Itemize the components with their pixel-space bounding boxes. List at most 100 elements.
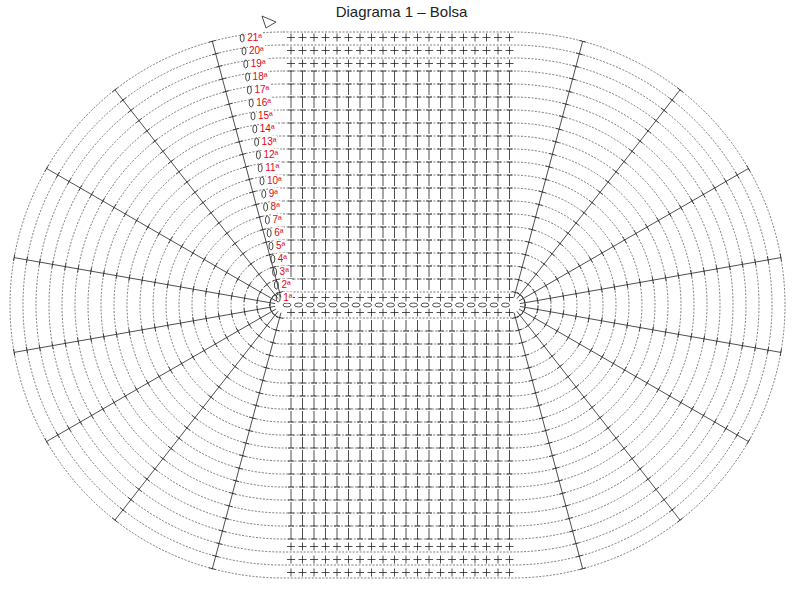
stitch-symbol <box>426 188 432 199</box>
stitch-symbol <box>438 450 444 461</box>
stitch-symbol <box>438 489 444 500</box>
stitch-symbol <box>380 463 386 474</box>
stitch-symbol <box>323 110 329 121</box>
stitch-symbol <box>357 97 363 108</box>
stitch-symbol <box>300 253 306 264</box>
stitch-symbol <box>426 398 432 409</box>
stitch-symbol <box>380 359 386 370</box>
chain-stitch <box>306 303 314 307</box>
stitch-symbol <box>334 136 340 147</box>
stitch-symbol <box>300 489 306 500</box>
stitch-symbol <box>495 515 501 526</box>
stitch-symbol <box>449 411 455 422</box>
stitch-symbol <box>311 476 317 487</box>
stitch-symbol <box>472 398 478 409</box>
stitch-symbol <box>288 188 294 199</box>
stitch-symbol <box>299 569 307 577</box>
stitch-symbol <box>449 123 455 134</box>
stitch-symbol <box>495 162 501 173</box>
stitch-symbol <box>288 450 294 461</box>
stitch-symbol <box>437 34 445 42</box>
stitch-symbol <box>334 528 340 539</box>
stitch-symbol <box>346 385 352 396</box>
stitch-symbol <box>346 502 352 513</box>
stitch-symbol <box>357 346 363 357</box>
stitch-symbol <box>346 253 352 264</box>
stitch-symbol <box>414 543 422 551</box>
stitch-symbol <box>323 437 329 448</box>
stitch-symbol <box>300 279 306 290</box>
stitch-symbol <box>426 437 432 448</box>
stitch-symbol <box>461 123 467 134</box>
stitch-symbol <box>507 359 513 370</box>
stitch-symbol <box>334 188 340 199</box>
chain-stitch <box>490 303 498 307</box>
row-number: 14ª <box>259 123 276 134</box>
stitch-symbol <box>345 569 353 577</box>
stitch-symbol <box>461 71 467 82</box>
stitch-symbol <box>287 556 295 564</box>
stitch-symbol <box>461 266 467 277</box>
stitch-symbol <box>449 253 455 264</box>
stitch-symbol <box>494 543 502 551</box>
stitch-symbol <box>461 424 467 435</box>
stitch-symbol <box>392 279 398 290</box>
stitch-symbol <box>448 556 456 564</box>
stitch-symbol <box>495 333 501 344</box>
stitch-symbol <box>495 372 501 383</box>
stitch-symbol <box>369 320 375 331</box>
stitch-symbol <box>484 136 490 147</box>
stitch-symbol <box>495 411 501 422</box>
stitch-symbol <box>334 359 340 370</box>
stitch-symbol <box>380 528 386 539</box>
stitch-symbol <box>438 201 444 212</box>
stitch-symbol <box>415 411 421 422</box>
stitch-symbol <box>287 47 295 55</box>
stitch-symbol <box>402 556 410 564</box>
round-line <box>23 45 772 565</box>
row-number: 10ª <box>266 175 283 186</box>
stitch-symbol <box>368 569 376 577</box>
stitch-symbol <box>438 214 444 225</box>
stitch-symbol <box>346 489 352 500</box>
stitch-symbol <box>495 97 501 108</box>
row-number: 17ª <box>253 84 270 95</box>
stitch-symbol <box>333 34 341 42</box>
stitch-symbol <box>403 84 409 95</box>
stitch-symbol <box>368 60 376 68</box>
stitch-symbol <box>323 320 329 331</box>
stitch-symbol <box>368 294 376 302</box>
stitch-symbol <box>288 359 294 370</box>
stitch-symbol <box>357 240 363 251</box>
stitch-symbol <box>300 333 306 344</box>
chain-stitch <box>329 303 337 307</box>
stitch-symbol <box>438 385 444 396</box>
round-line <box>179 201 616 409</box>
stitch-symbol <box>403 201 409 212</box>
stitch-symbol <box>449 201 455 212</box>
stitch-symbol <box>333 294 341 302</box>
stitch-symbol <box>472 279 478 290</box>
stitch-symbol <box>426 71 432 82</box>
stitch-symbol <box>438 437 444 448</box>
chain-stitch <box>479 303 487 307</box>
stitch-symbol <box>392 476 398 487</box>
stitch-symbol <box>323 240 329 251</box>
stitch-symbol <box>484 240 490 251</box>
stitch-symbol <box>334 240 340 251</box>
stitch-symbol <box>484 84 490 95</box>
stitch-symbol <box>369 84 375 95</box>
stitch-symbol <box>380 502 386 513</box>
stitch-symbol <box>322 556 330 564</box>
stitch-symbol <box>507 398 513 409</box>
stitch-symbol <box>288 84 294 95</box>
stitch-symbol <box>392 253 398 264</box>
stitch-symbol <box>438 411 444 422</box>
stitch-symbol <box>461 175 467 186</box>
stitch-symbol <box>495 266 501 277</box>
stitch-symbol <box>461 346 467 357</box>
stitch-symbol <box>311 71 317 82</box>
stitch-symbol <box>392 333 398 344</box>
stitch-symbol <box>426 279 432 290</box>
stitch-symbol <box>483 309 491 317</box>
